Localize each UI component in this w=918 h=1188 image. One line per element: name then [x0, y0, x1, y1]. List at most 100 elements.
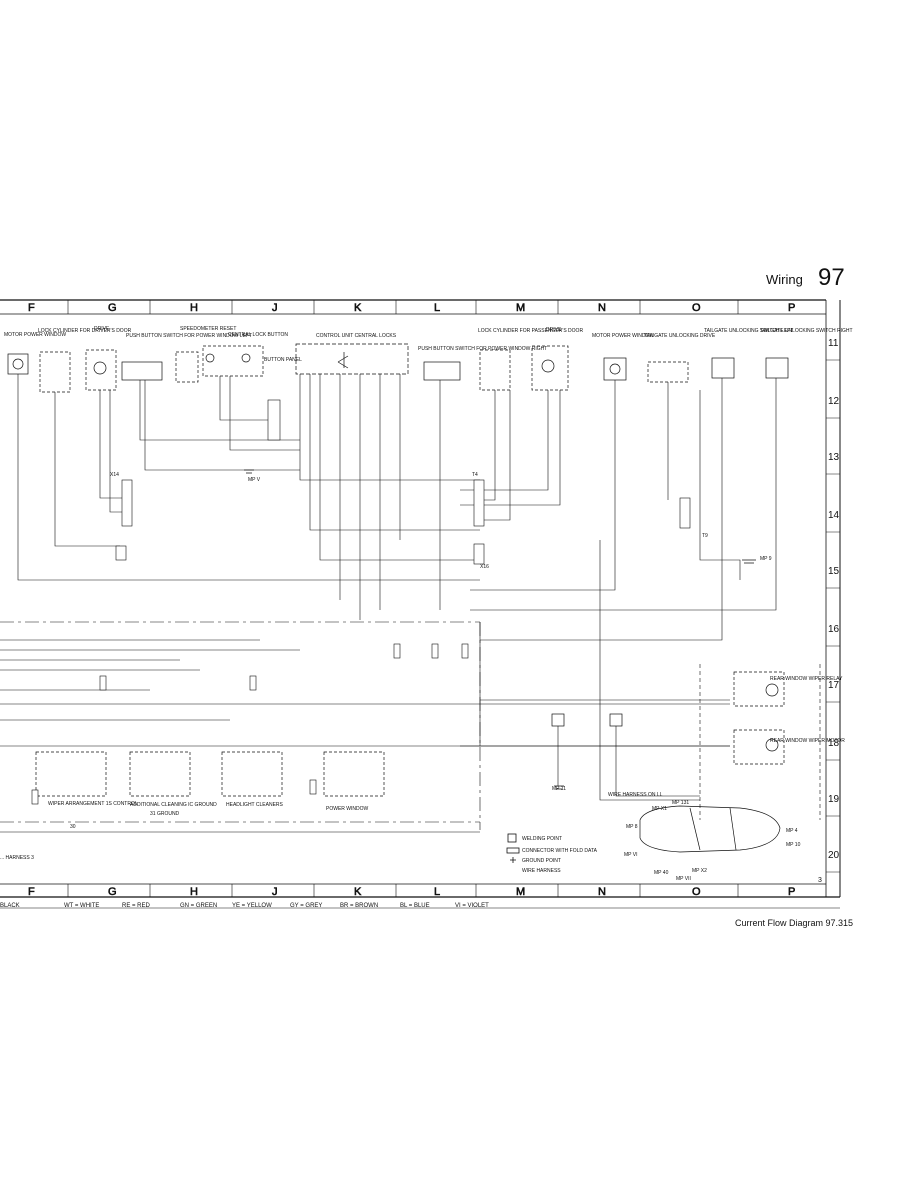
- label-wire-harness: WIRE HARNESS ON LL: [608, 792, 663, 798]
- speedometer-reset: [175, 351, 199, 383]
- page-number: 97: [818, 264, 845, 291]
- column-header-j: J: [272, 302, 278, 314]
- label-drive-right: DRIVE: [546, 327, 562, 333]
- tailgate-unlocking-drive: [647, 361, 689, 383]
- connector-4: [551, 713, 565, 727]
- label-mp5: MP V: [248, 477, 261, 483]
- label-push-button-right: PUSH BUTTON SWITCH FOR POWER WINDOW RIGH…: [418, 346, 547, 352]
- push-button-switch-left: [121, 361, 163, 381]
- car-point-mp4: MP 4: [786, 828, 798, 834]
- label-motor-power-window-left: MOTOR POWER WINDOW: [4, 332, 66, 338]
- row-label-18: 18: [828, 738, 840, 749]
- label-central-lock-button: CENTRAL LOCK BUTTON: [228, 332, 288, 338]
- column-footer-h: H: [190, 886, 198, 898]
- legend-violet: VI = VIOLET: [455, 903, 489, 909]
- label-additional-cleaning: ADDITIONAL CLEANING IC GROUND: [130, 802, 217, 808]
- car-point-mp10: MP 10: [786, 842, 801, 848]
- car-point-mpx2: MP X2: [692, 868, 707, 874]
- label-mp9: MP 9: [760, 556, 772, 562]
- column-header-k: K: [354, 302, 362, 314]
- label-drive-left: DRIVE: [94, 326, 110, 332]
- page-section-title: Wiring: [766, 272, 803, 287]
- legend-grey: GY = GREY: [290, 903, 323, 909]
- additional-cleaning: [129, 751, 191, 797]
- label-rear-wiper-relay: REAR WINDOW WIPER RELAY: [770, 676, 843, 682]
- car-point-mpx1: MP X1: [652, 806, 667, 812]
- sheet-number: 3: [818, 877, 822, 884]
- control-unit-central-locks: [295, 343, 409, 375]
- label-rear-wiper-motor: REAR WINDOW WIPER MOTOR: [770, 738, 845, 744]
- label-tailgate-drive: TAILGATE UNLOCKING DRIVE: [644, 333, 716, 339]
- legend-brown: BR = BROWN: [340, 903, 379, 909]
- column-header-n: N: [598, 302, 606, 314]
- row-label-14: 14: [828, 510, 840, 521]
- row-label-20: 20: [828, 850, 840, 861]
- legend-green: GN = GREEN: [180, 903, 218, 909]
- rear-wiper-relay: [733, 671, 785, 707]
- label-t4: T4: [472, 472, 478, 478]
- label-wiper-arrangement: WIPER ARRANGEMENT 1S CONTROL: [48, 801, 138, 807]
- wire-color-legend: BLACK WT = WHITE RE = RED GN = GREEN YE …: [0, 900, 840, 918]
- connector-symbol: [506, 847, 520, 854]
- label-tailgate-switch-right: TAILGATE UNLOCKING SWITCH RIGHT: [760, 328, 853, 334]
- car-ground-points-view: [639, 805, 781, 853]
- label-note-30: 30: [70, 824, 76, 830]
- row-label-12: 12: [828, 396, 840, 407]
- connector-x16: [473, 543, 485, 565]
- car-point-mpvii: MP VII: [676, 876, 691, 882]
- connector-t9: [679, 497, 691, 529]
- column-header-l: L: [434, 302, 440, 314]
- row-label-19: 19: [828, 794, 840, 805]
- label-note-ground: 31 GROUND: [150, 811, 180, 817]
- drive-right: [531, 345, 569, 391]
- label-button-panel: BUTTON PANEL: [264, 357, 302, 363]
- car-point-mpvi: MP VI: [624, 852, 638, 858]
- label-headlight-cleaners: HEADLIGHT CLEANERS: [226, 802, 284, 808]
- tailgate-switch-right: [765, 357, 789, 379]
- central-lock-button: [202, 345, 264, 377]
- label-tailgate-switch-left: TAILGATE UNLOCKING SWITCH LEFT: [704, 328, 793, 334]
- component-labels: MOTOR POWER WINDOW LOCK CYLINDER FOR DRI…: [0, 326, 853, 884]
- wires: [0, 374, 821, 833]
- label-motor-power-window-right: MOTOR POWER WINDOW: [592, 333, 654, 339]
- row-label-15: 15: [828, 566, 840, 577]
- column-header-f: F: [28, 302, 35, 314]
- label-power-window: POWER WINDOW: [326, 806, 368, 812]
- legend-white: WT = WHITE: [64, 903, 100, 909]
- column-footer-g: G: [108, 886, 117, 898]
- column-header-g: G: [108, 302, 117, 314]
- welding-point-symbol: [507, 833, 517, 843]
- column-footer-l: L: [434, 886, 440, 898]
- ground-mp11: [554, 785, 564, 790]
- key-wire-harness: WIRE HARNESS: [522, 868, 561, 874]
- label-push-button-left: PUSH BUTTON SWITCH FOR POWER WINDOW LEFT: [126, 333, 252, 339]
- rear-wiper-motor: [733, 729, 785, 765]
- column-header-m: M: [516, 302, 525, 314]
- car-point-mp8: MP 8: [626, 824, 638, 830]
- column-header-h: H: [190, 302, 198, 314]
- legend-blue: BL = BLUE: [400, 903, 430, 909]
- lock-cylinder-driver: [39, 351, 71, 393]
- top-components: [7, 343, 789, 797]
- column-footer-j: J: [272, 886, 278, 898]
- column-footer-p: P: [788, 886, 795, 898]
- label-lock-cylinder-passenger: LOCK CYLINDER FOR PASSENGER'S DOOR: [478, 328, 583, 334]
- row-label-11: 11: [828, 338, 839, 349]
- ground-symbols: [244, 469, 756, 790]
- column-footer-o: O: [692, 886, 701, 898]
- label-ground-mp11: MP 11: [552, 786, 566, 792]
- key-connector: CONNECTOR WITH FOLD DATA: [522, 848, 598, 854]
- push-button-switch-right: [423, 361, 461, 381]
- connector-x14: [121, 479, 133, 527]
- connector-center: [267, 399, 281, 441]
- car-point-mp40: MP 40: [654, 870, 669, 876]
- label-note-harness: ... HARNESS 3: [0, 855, 34, 861]
- label-t9: T9: [702, 533, 708, 539]
- key-welding-point: WELDING POINT: [522, 836, 562, 842]
- symbol-key: [506, 833, 520, 863]
- label-x16: X16: [480, 564, 489, 570]
- label-speedometer-reset: SPEEDOMETER RESET: [180, 326, 236, 332]
- ground-point-symbol: [510, 857, 516, 863]
